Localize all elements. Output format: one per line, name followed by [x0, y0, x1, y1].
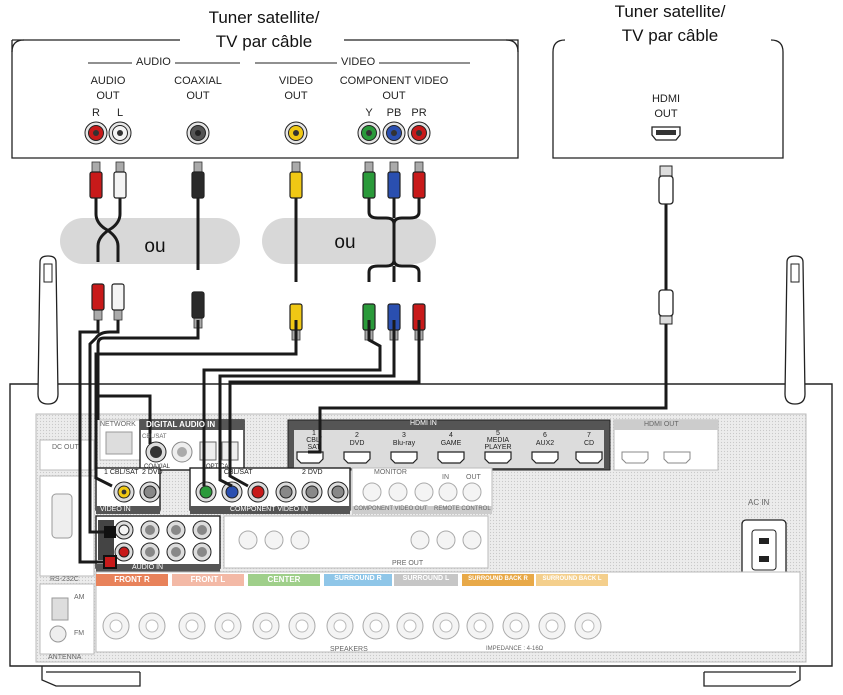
impedance-label: IMPEDANCE : 4-16Ω	[486, 646, 544, 652]
speaker-front-r: FRONT R	[114, 575, 150, 584]
speaker-surround-r: SURROUND R	[334, 575, 382, 582]
component-cbl-label: 1 CBL/SAT	[218, 469, 253, 476]
plugs-upper	[89, 161, 674, 205]
left-device-title: Tuner satellite/ TV par câble	[208, 8, 320, 51]
remote-control-label: REMOTE CONTROL	[434, 506, 491, 512]
audio-r-label: R	[92, 107, 100, 119]
video-in-label: VIDEO IN	[100, 506, 131, 513]
component-y-label: Y	[365, 107, 373, 119]
digital-audio-in-label: DIGITAL AUDIO IN	[146, 420, 216, 429]
component-pr-jack	[407, 121, 431, 145]
remote-out-label: OUT	[466, 474, 481, 481]
speaker-surround-back-l: SURROUND BACK L	[542, 576, 602, 582]
video-out-jack	[284, 121, 308, 145]
or-label-audio: ou	[144, 236, 166, 257]
hdmi-in-6: 6 AUX2	[535, 432, 555, 447]
hdmi-in-7: 7 CD	[583, 432, 595, 447]
wifi-antenna-right	[784, 255, 806, 405]
audio-in-label: AUDIO IN	[132, 564, 164, 571]
ac-in-label: AC IN	[748, 498, 770, 507]
audio-out-r-jack	[84, 121, 108, 145]
video-out-label: VIDEO OUT	[278, 75, 314, 102]
component-y-jack	[357, 121, 381, 145]
component-in-panel	[189, 467, 351, 511]
antenna-label: ANTENNA	[48, 654, 82, 661]
speaker-front-l: FRONT L	[190, 575, 226, 584]
hdmi-in-3: 3 Blu-ray	[392, 432, 416, 447]
component-video-in-label: COMPONENT VIDEO IN	[230, 506, 309, 513]
component-video-out-receiver-label: COMPONENT VIDEO OUT	[354, 506, 428, 512]
audio-section-label: AUDIO	[132, 56, 175, 68]
optical-label: OPTICAL	[206, 464, 232, 470]
dc-out-label: DC OUT	[52, 444, 79, 451]
audio-l-label: L	[116, 107, 124, 119]
dc-out-block	[39, 439, 95, 471]
cbl-sat-small-label: CBL/SAT	[142, 434, 167, 440]
plugs-lower	[91, 283, 674, 341]
coaxial-out-jack	[186, 121, 210, 145]
or-label-video: ou	[334, 232, 356, 253]
cables-top	[94, 196, 668, 290]
right-device-title: Tuner satellite/ TV par câble	[614, 2, 726, 45]
hdmi-in-4: 4 GAME	[440, 432, 462, 447]
speaker-surround-back-r: SURROUND BACK R	[468, 576, 528, 582]
hdmi-out-label: HDMI OUT	[651, 93, 681, 120]
audio-out-l-jack	[108, 121, 132, 145]
video-in-cbl-label: 1 CBL/SAT	[104, 469, 139, 476]
fm-label: FM	[74, 630, 85, 637]
hdmi-in-ports	[296, 451, 603, 464]
speakers-label: SPEAKERS	[330, 646, 368, 653]
network-label: NETWORK	[100, 421, 136, 428]
component-video-out-label: COMPONENT VIDEO OUT	[339, 75, 449, 102]
hdmi-in-5: 5 MEDIA PLAYER	[484, 430, 512, 451]
rs232c-label: RS-232C	[50, 576, 79, 583]
wifi-antenna-left	[37, 255, 59, 405]
coaxial-label: COAXIAL	[144, 464, 171, 470]
speaker-terminals	[95, 571, 801, 653]
coaxial-out-label: COAXIAL OUT	[174, 75, 222, 102]
component-dvd-label: 2 DVD	[302, 469, 323, 476]
video-in-dvd-label: 2 DVD	[142, 469, 163, 476]
hdmi-out-jack	[651, 126, 681, 141]
component-pb-jack	[382, 121, 406, 145]
cables-to-receiver	[78, 320, 668, 564]
am-label: AM	[74, 594, 85, 601]
audio-out-label: AUDIO OUT	[90, 75, 126, 102]
component-pb-label: PB	[386, 107, 402, 119]
pre-out-label: PRE OUT	[392, 560, 424, 567]
speaker-surround-l: SURROUND L	[402, 575, 450, 582]
speaker-center: CENTER	[267, 575, 301, 584]
monitor-label: MONITOR	[374, 469, 407, 476]
hdmi-in-2: 2 DVD	[349, 432, 365, 447]
component-pr-label: PR	[411, 107, 427, 119]
video-section-label: VIDEO	[337, 56, 380, 68]
source-device-right	[552, 39, 784, 159]
hdmi-in-label: HDMI IN	[410, 420, 437, 427]
remote-in-label: IN	[442, 474, 449, 481]
hdmi-out-receiver-label: HDMI OUT	[644, 421, 679, 428]
hdmi-in-1: 1 CBL/ SAT	[306, 430, 322, 451]
